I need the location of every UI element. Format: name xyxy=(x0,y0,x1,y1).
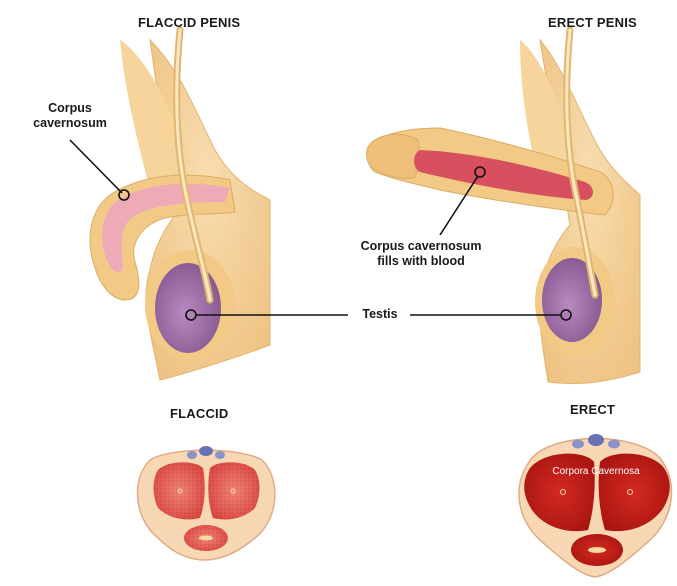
label-corpus-fills-with-blood: Corpus cavernosum fills with blood xyxy=(336,239,506,269)
flaccid-cross-section xyxy=(136,446,276,561)
erect-penis-illustration xyxy=(366,26,641,385)
label-testis: Testis xyxy=(362,307,398,321)
erect-testis xyxy=(542,258,602,342)
erect-corpus-cavernosum xyxy=(414,150,594,200)
flaccid-testis xyxy=(155,263,221,353)
title-erect-penis: ERECT PENIS xyxy=(548,15,637,30)
title-flaccid: FLACCID xyxy=(170,406,229,421)
label-corpora-cavernosa: Corpora Cavernosa xyxy=(552,466,640,477)
title-erect: ERECT xyxy=(570,402,616,417)
erect-cross-section xyxy=(518,434,673,578)
label-fills-line2: fills with blood xyxy=(377,254,465,268)
label-fills-line1: Corpus cavernosum xyxy=(360,239,482,253)
label-corpus-cavernosum: Corpus cavernosum xyxy=(14,101,126,131)
flaccid-corpus-callout-line xyxy=(69,139,123,194)
erect-corpus-callout-dot xyxy=(474,166,486,178)
flaccid-corpus-cavernosum xyxy=(102,183,230,273)
flaccid-corpus-callout-dot xyxy=(118,189,130,201)
flaccid-penis-illustration xyxy=(69,26,271,381)
title-flaccid-penis: FLACCID PENIS xyxy=(138,15,241,30)
label-corpus-cavernosum-line1: Corpus xyxy=(48,101,92,115)
label-corpus-cavernosum-line2: cavernosum xyxy=(33,116,107,130)
erect-corpus-callout-line xyxy=(439,175,479,236)
